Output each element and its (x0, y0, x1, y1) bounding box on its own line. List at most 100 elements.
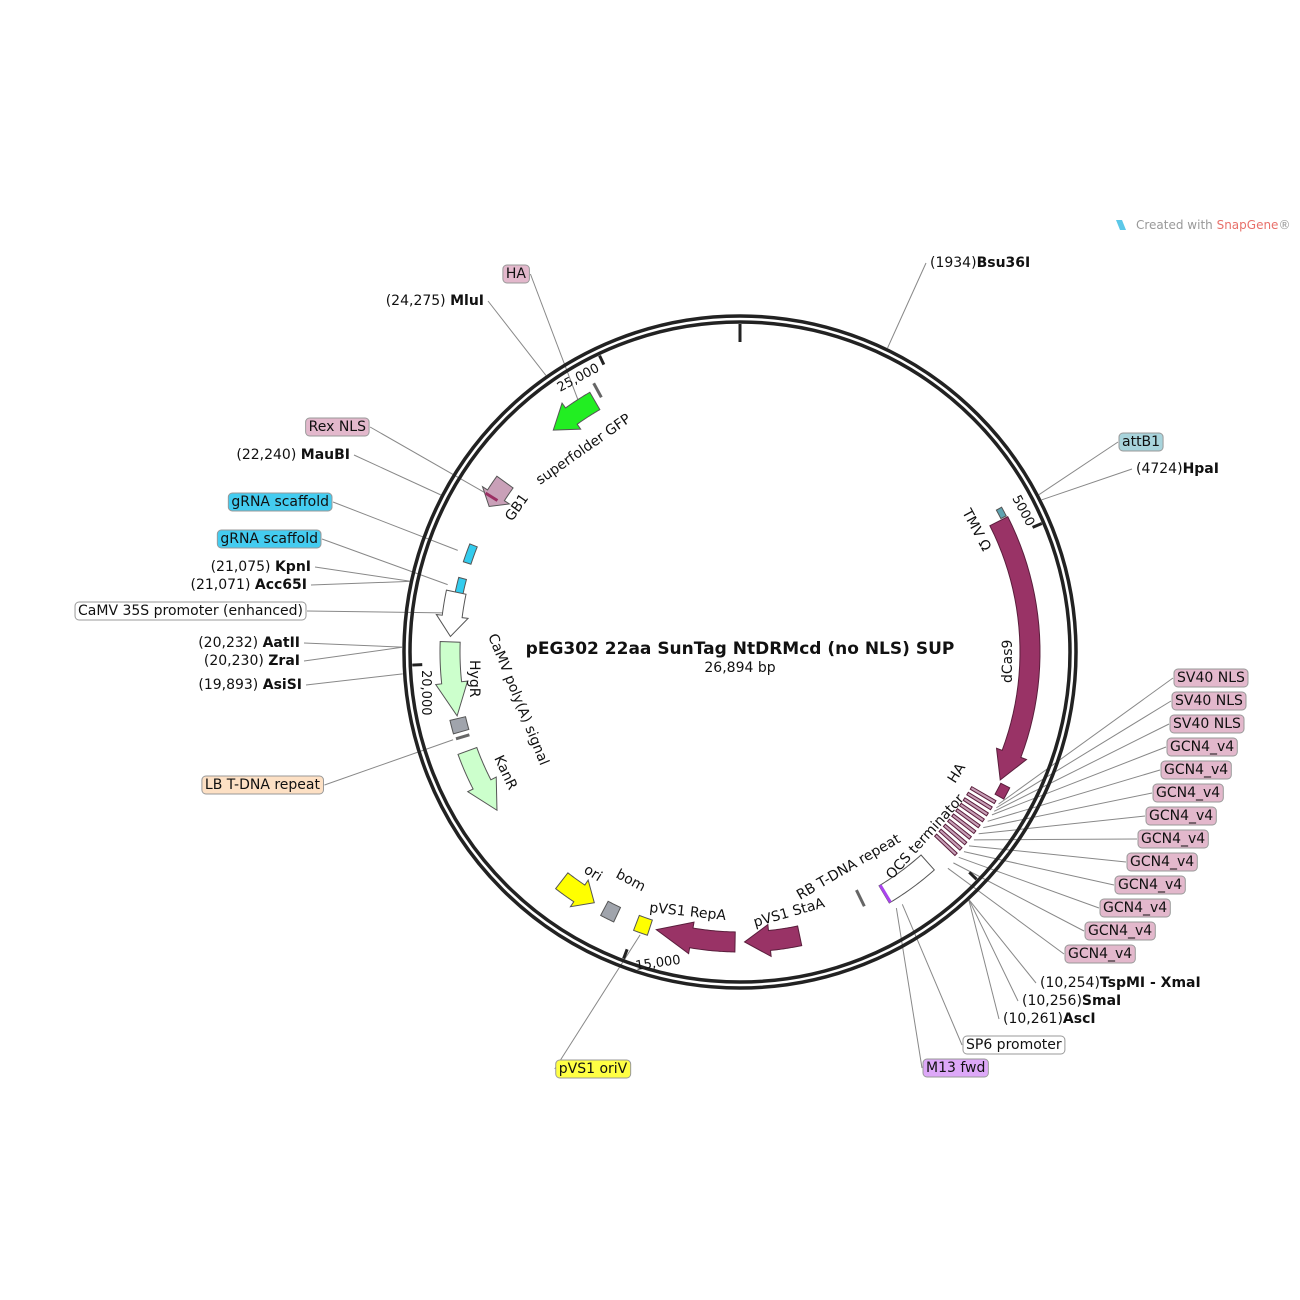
site-mlui[interactable]: (24,275) MluI (386, 293, 484, 309)
feature-bom[interactable] (599, 900, 622, 923)
site-zrai[interactable]: (20,230) ZraI (204, 653, 300, 669)
annotations: HA Rex NLS gRNA scaffold gRNA scaffoldCaMV … (74, 255, 1249, 1079)
feature-gcn4-v4[interactable] (938, 828, 963, 851)
annotation-gcn4-v4[interactable]: GCN4_v4 (1166, 737, 1238, 757)
site-aatii[interactable]: (20,232) AatII (198, 635, 300, 651)
annotation-box (1099, 898, 1171, 918)
feature-gcn4-v4[interactable] (933, 833, 958, 857)
annotation-gcn4-v4[interactable]: GCN4_v4 (1084, 921, 1156, 941)
connector-line (554, 934, 641, 1070)
feature-tmv[interactable] (995, 506, 1007, 520)
feature-camv-35s-promoter-enhanced[interactable] (435, 589, 470, 638)
site-bsu36i[interactable]: (1934)Bsu36I (930, 255, 1030, 271)
annotation-box (502, 264, 530, 284)
site-asisi[interactable]: (19,893) AsiSI (198, 677, 302, 693)
feature-kanr[interactable] (457, 746, 498, 812)
feature-pvs1-staa[interactable] (743, 923, 803, 958)
label-dcas9[interactable]: dCas9 (1000, 640, 1016, 683)
label-pvs1-repa[interactable]: pVS1 RepA (649, 900, 728, 924)
feature-dcas9[interactable] (989, 515, 1041, 781)
feature-gcn4-v4[interactable] (962, 797, 990, 817)
label-tmv-omega[interactable]: TMV Ω (958, 505, 994, 554)
label-hygr[interactable]: HygR (466, 660, 482, 698)
annotation-grna-scaffold[interactable]: gRNA scaffold (227, 492, 333, 512)
svg-text:GCN4_v4: GCN4_v4 (1130, 854, 1194, 870)
connector-line (895, 907, 923, 1069)
annotation-sv40-nls[interactable]: SV40 NLS (1169, 714, 1245, 734)
connector-line (998, 677, 1174, 805)
feature-grna-scaffold[interactable] (462, 543, 478, 565)
feature-gcn4-v4[interactable] (954, 807, 981, 829)
feature-gcn4-v4[interactable] (942, 823, 968, 846)
label-bom[interactable]: bom (613, 866, 648, 895)
site-acc65i[interactable]: (21,071) Acc65I (191, 577, 308, 593)
annotation-gcn4-v4[interactable]: GCN4_v4 (1152, 783, 1224, 803)
feature-gcn4-v4[interactable] (969, 785, 997, 805)
annotation-sp6-promoter[interactable]: SP6 promoter (962, 1035, 1066, 1055)
connector-line (953, 862, 1085, 932)
feature-ocs-terminator[interactable] (878, 854, 936, 904)
annotation-gcn4-v4[interactable]: GCN4_v4 (1114, 875, 1186, 895)
site-smai[interactable]: (10,256)SmaI (1022, 993, 1121, 1009)
connector-line (901, 904, 963, 1046)
feature-ha[interactable] (994, 782, 1011, 800)
label-pvs1-staa[interactable]: pVS1 StaA (752, 895, 827, 931)
annotation-gcn4-v4[interactable]: GCN4_v4 (1126, 852, 1198, 872)
feature-gcn4-v4[interactable] (946, 818, 973, 840)
connector-line (332, 501, 458, 551)
site-hpai[interactable]: (4724)HpaI (1136, 461, 1219, 477)
connector-line (991, 746, 1167, 816)
annotation-box (1137, 829, 1209, 849)
connector-line (306, 610, 443, 614)
site-asci[interactable]: (10,261)AscI (1003, 1011, 1096, 1027)
label-ha[interactable]: HA (945, 760, 969, 786)
label-superfolder-gfp[interactable]: superfolder GFP (533, 411, 634, 488)
annotation-attb1[interactable]: attB1 (1118, 432, 1164, 452)
svg-text:SP6 promoter: SP6 promoter (966, 1037, 1062, 1053)
annotation-box (1166, 737, 1238, 757)
annotation-lb-t-dna-repeat[interactable]: LB T-DNA repeat (201, 775, 324, 795)
annotation-m13-fwd[interactable]: M13 fwd (922, 1058, 989, 1078)
annotation-sv40-nls[interactable]: SV40 NLS (1173, 668, 1249, 688)
snapgene-credit: Created with SnapGene® (1116, 218, 1290, 232)
svg-text:HA: HA (506, 266, 527, 282)
annotation-gcn4-v4[interactable]: GCN4_v4 (1145, 806, 1217, 826)
annotation-gcn4-v4[interactable]: GCN4_v4 (1099, 898, 1171, 918)
feature-gcn4-v4[interactable] (951, 813, 977, 835)
feature-ori[interactable] (554, 872, 595, 908)
annotation-box (1160, 760, 1232, 780)
backbone-inner-strand (408, 320, 1072, 984)
feature-hygr[interactable] (434, 641, 469, 718)
annotation-box (74, 601, 307, 621)
annotation-gcn4-v4[interactable]: GCN4_v4 (1064, 944, 1136, 964)
annotation-ha[interactable]: HA (502, 264, 530, 284)
annotation-sv40-nls[interactable]: SV40 NLS (1171, 691, 1247, 711)
annotation-pvs1-oriv[interactable]: pVS1 oriV (555, 1059, 632, 1079)
tick-label: 15,000 (634, 953, 681, 974)
annotation-gcn4-v4[interactable]: GCN4_v4 (1160, 760, 1232, 780)
site-position: (21,075) (211, 559, 275, 575)
site-name: Acc65I (255, 577, 307, 593)
plasmid-length: 26,894 bp (704, 660, 775, 676)
feature-gb1[interactable] (481, 475, 514, 508)
svg-text:SV40 NLS: SV40 NLS (1173, 716, 1241, 732)
svg-text:(22,240) MauBI: (22,240) MauBI (236, 447, 350, 463)
tick-mark (968, 871, 978, 881)
feature-pvs1-repa[interactable] (655, 921, 736, 955)
feature-camv-poly-a-signal[interactable] (449, 716, 470, 735)
connector-line (958, 856, 1100, 909)
annotation-gcn4-v4[interactable]: GCN4_v4 (1137, 829, 1209, 849)
feature-gcn4-v4[interactable] (958, 802, 986, 823)
annotation-rex-nls[interactable]: Rex NLS (305, 417, 370, 437)
feature-gcn4-v4[interactable] (966, 791, 993, 811)
annotation-grna-scaffold[interactable]: gRNA scaffold (216, 529, 322, 549)
site-tspmi-xmai[interactable]: (10,254)TspMI - XmaI (1040, 975, 1201, 991)
site-maubi[interactable]: (22,240) MauBI (236, 447, 350, 463)
site-kpni[interactable]: (21,075) KpnI (211, 559, 311, 575)
label-ori[interactable]: ori (581, 862, 605, 885)
feature-pvs1-oriv[interactable] (632, 914, 653, 936)
backbone-outer-strand (402, 314, 1078, 990)
annotation-camv-35s-promoter-enhanced[interactable]: CaMV 35S promoter (enhanced) (74, 601, 307, 621)
feature-superfolder-gfp[interactable] (552, 391, 601, 431)
